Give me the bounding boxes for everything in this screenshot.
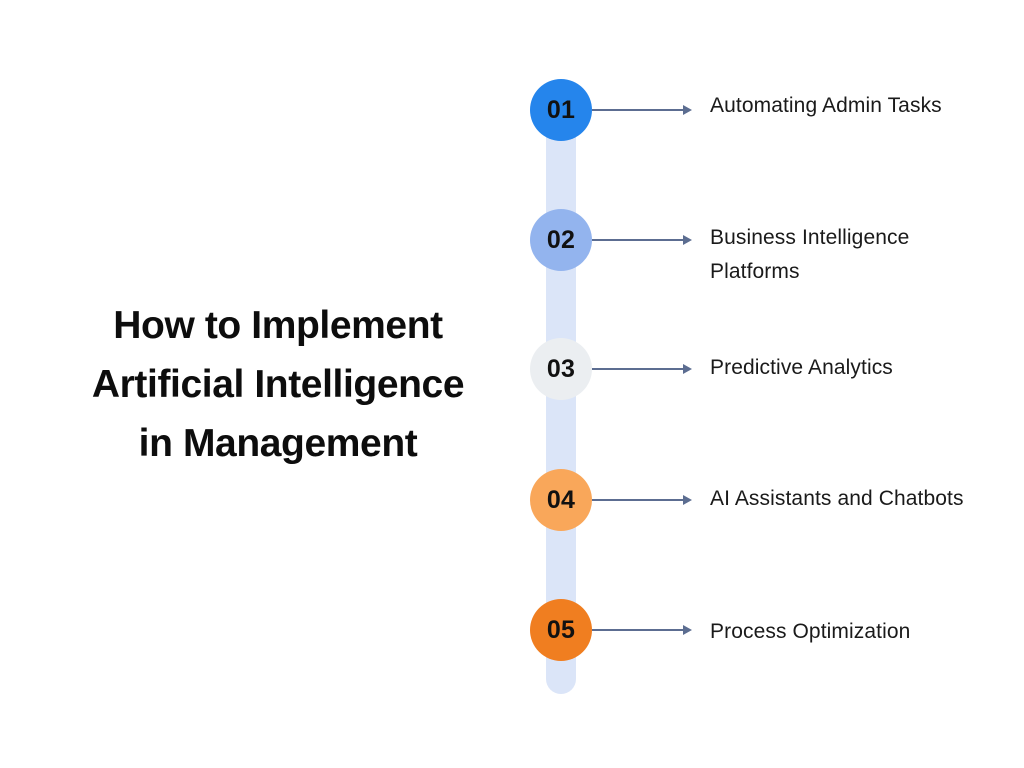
arrow-head-icon — [683, 105, 692, 115]
timeline-label-05: Process Optimization — [710, 620, 911, 643]
arrow-shaft — [592, 109, 684, 111]
timeline-label-01: Automating Admin Tasks — [710, 94, 942, 117]
connector-arrow-icon-01 — [592, 104, 692, 116]
timeline-node-02[interactable]: 02 — [530, 209, 592, 271]
timeline-node-number: 05 — [546, 615, 576, 644]
timeline-node-04[interactable]: 04 — [530, 469, 592, 531]
arrow-head-icon — [683, 235, 692, 245]
timeline-node-number: 03 — [546, 354, 576, 383]
timeline-label-04: AI Assistants and Chatbots — [710, 487, 964, 510]
page-title: How to Implement Artificial Intelligence… — [38, 296, 518, 473]
connector-arrow-icon-02 — [592, 234, 692, 246]
timeline-node-number: 02 — [546, 225, 576, 254]
timeline-node-number: 01 — [546, 95, 576, 124]
timeline-node-03[interactable]: 03 — [530, 338, 592, 400]
arrow-shaft — [592, 629, 684, 631]
arrow-shaft — [592, 499, 684, 501]
page-title-line-2: Artificial Intelligence — [91, 363, 465, 406]
connector-arrow-icon-04 — [592, 494, 692, 506]
arrow-shaft — [592, 368, 684, 370]
page-title-line-1: How to Implement — [113, 304, 443, 347]
timeline-label-03: Predictive Analytics — [710, 356, 893, 379]
page-title-line-3: in Management — [138, 422, 418, 465]
timeline-node-number: 04 — [546, 485, 576, 514]
arrow-head-icon — [683, 625, 692, 635]
timeline-node-01[interactable]: 01 — [530, 79, 592, 141]
connector-arrow-icon-03 — [592, 363, 692, 375]
timeline-label-02: Business Intelligence Platforms — [710, 226, 910, 283]
arrow-head-icon — [683, 364, 692, 374]
arrow-head-icon — [683, 495, 692, 505]
connector-arrow-icon-05 — [592, 624, 692, 636]
timeline-node-05[interactable]: 05 — [530, 599, 592, 661]
arrow-shaft — [592, 239, 684, 241]
